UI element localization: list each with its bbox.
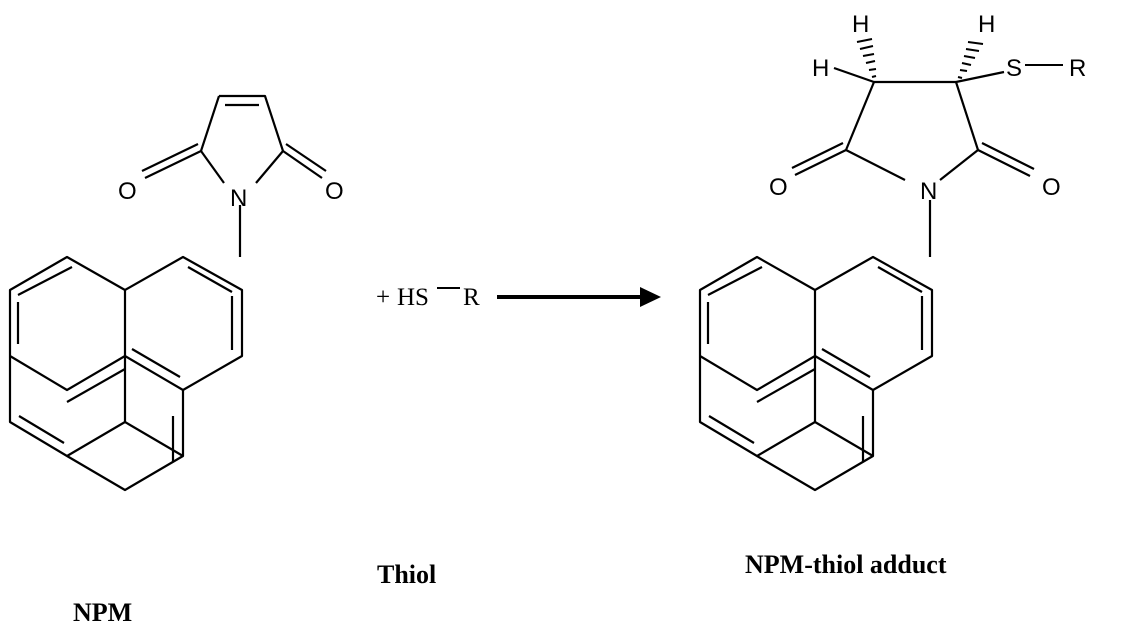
adduct-nitrogen-atom: N <box>920 178 937 205</box>
adduct-r-group: R <box>1069 55 1086 82</box>
adduct-oxygen-left-atom: O <box>769 174 788 201</box>
thiol-r-group: R <box>463 284 480 311</box>
npm-structure: N O O <box>8 94 344 492</box>
thiol-reagent: + HS R <box>376 284 480 311</box>
adduct-pyrene-ring <box>698 255 934 492</box>
npm-pyrene-ring <box>8 255 244 492</box>
npm-oxygen-left-atom: O <box>118 178 137 205</box>
npm-oxygen-right-atom: O <box>325 178 344 205</box>
thiol-caption: Thiol <box>377 560 436 589</box>
thiol-hs-group: HS <box>397 284 429 311</box>
npm-nitrogen-atom: N <box>230 185 247 212</box>
adduct-hydrogen-top-right-atom: H <box>978 11 995 38</box>
npm-caption: NPM <box>73 598 132 627</box>
adduct-hydrogen-left-atom: H <box>812 55 829 82</box>
adduct-succinimide-ring <box>791 64 1063 257</box>
adduct-caption: NPM-thiol adduct <box>745 550 947 579</box>
npm-maleimide-ring <box>141 94 327 257</box>
adduct-sulfur-atom: S <box>1006 55 1022 82</box>
adduct-hashed-bonds <box>856 38 984 79</box>
plus-sign: + <box>376 284 390 311</box>
adduct-hydrogen-top-left-atom: H <box>852 11 869 38</box>
adduct-structure: N O O H H H S R <box>698 11 1086 492</box>
reaction-arrow <box>497 287 661 307</box>
adduct-oxygen-right-atom: O <box>1042 174 1061 201</box>
